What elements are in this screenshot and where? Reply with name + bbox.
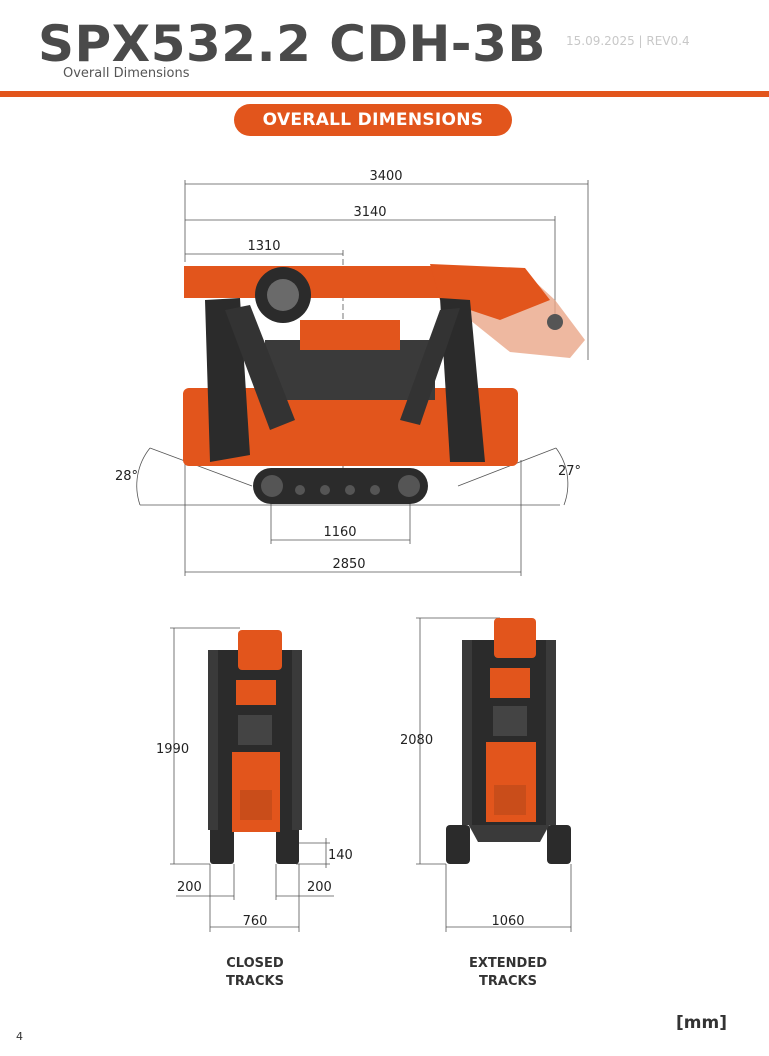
angle-right: 27° xyxy=(558,464,581,479)
closed-tracks-caption-line1: CLOSED xyxy=(226,956,284,971)
closed-tracks-caption: CLOSED TRACKS xyxy=(205,955,305,991)
closed-dim-track-left: 200 xyxy=(177,880,202,895)
extended-tracks-caption-line2: TRACKS xyxy=(479,974,537,989)
unit-label: [mm] xyxy=(676,1013,727,1033)
page-number: 4 xyxy=(16,1030,23,1043)
closed-dim-width: 760 xyxy=(243,914,268,929)
dim-track-length: 1160 xyxy=(323,525,356,540)
angle-left: 28° xyxy=(115,469,138,484)
extended-tracks-caption: EXTENDED TRACKS xyxy=(458,955,558,991)
closed-dim-height: 1990 xyxy=(156,742,189,757)
crane-side-view xyxy=(183,264,585,504)
extended-tracks-dimension-lines xyxy=(416,617,572,932)
crane-front-view-closed xyxy=(208,630,302,864)
dim-total-length: 3400 xyxy=(369,169,402,184)
revision-label: 15.09.2025 | REV0.4 xyxy=(566,34,690,48)
extended-tracks-caption-line1: EXTENDED xyxy=(469,956,547,971)
header-divider xyxy=(0,91,769,97)
page-title: SPX532.2 CDH-3B xyxy=(38,15,546,73)
crane-front-view-extended xyxy=(446,618,571,864)
closed-dim-clearance: 140 xyxy=(328,848,353,863)
dim-boom-to-axis: 1310 xyxy=(247,239,280,254)
closed-tracks-caption-line2: TRACKS xyxy=(226,974,284,989)
dim-outrigger-span: 2850 xyxy=(332,557,365,572)
section-label: OVERALL DIMENSIONS xyxy=(234,104,512,136)
extended-dim-height: 2080 xyxy=(400,733,433,748)
closed-dim-track-right: 200 xyxy=(307,880,332,895)
closed-tracks-dimension-lines xyxy=(170,627,334,932)
extended-dim-width: 1060 xyxy=(491,914,524,929)
dim-boom-length: 3140 xyxy=(353,205,386,220)
page-subtitle: Overall Dimensions xyxy=(63,66,190,81)
